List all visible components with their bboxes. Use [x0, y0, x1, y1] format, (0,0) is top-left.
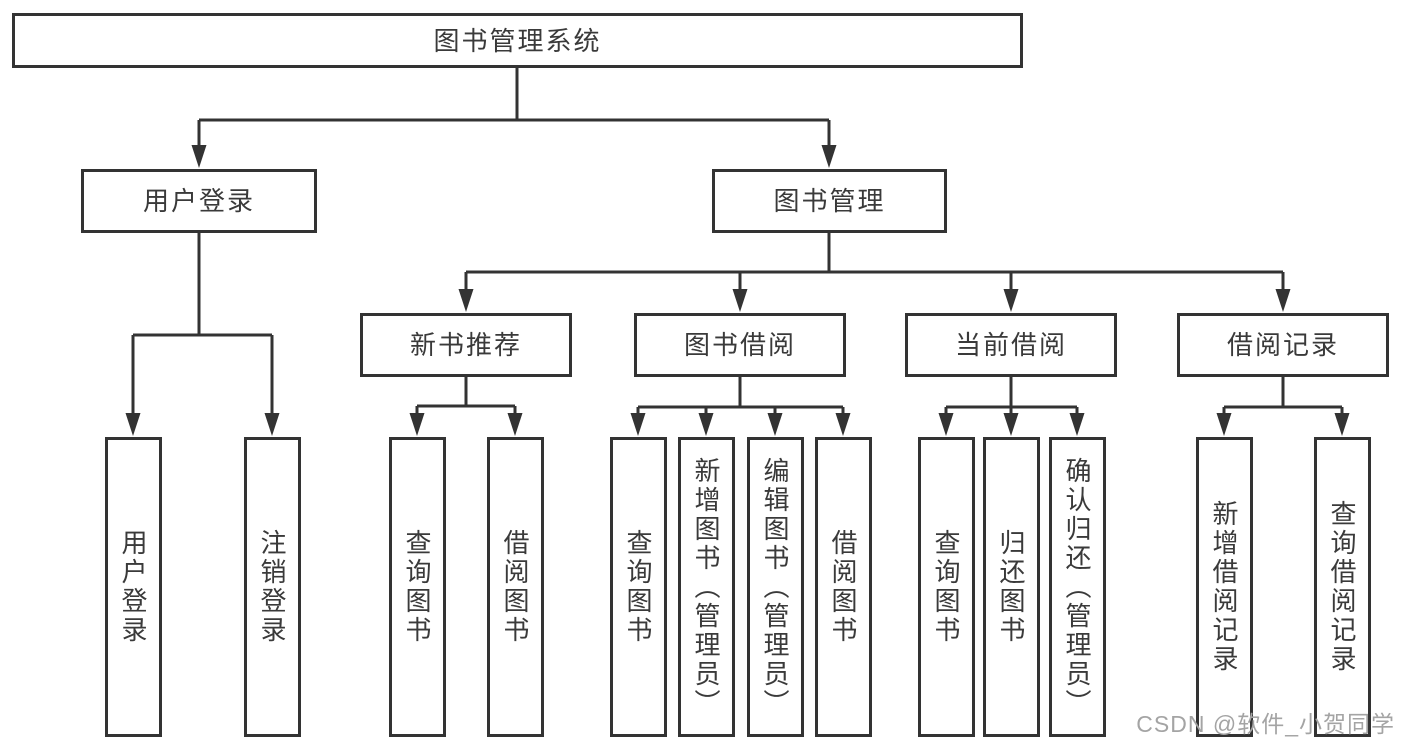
leaf-confirm-return-admin: 确认归还（管理员） — [1048, 437, 1106, 737]
node-label: 图书借阅 — [683, 330, 796, 360]
node-label: 查询借阅记录 — [1327, 500, 1357, 674]
node-borrow-records: 借阅记录 — [1177, 313, 1389, 377]
leaf-user-login: 用户登录 — [104, 437, 162, 737]
node-library-management-system: 图书管理系统 — [12, 13, 1023, 68]
node-book-management: 图书管理 — [712, 169, 947, 233]
node-label: 当前借阅 — [954, 330, 1067, 360]
leaf-query-books-borrow: 查询图书 — [609, 437, 667, 737]
node-label: 借阅记录 — [1226, 330, 1339, 360]
node-label: 新增图书（管理员） — [691, 456, 721, 718]
node-label: 注销登录 — [257, 529, 287, 645]
leaf-return-books: 归还图书 — [982, 437, 1040, 737]
node-label: 图书管理 — [773, 186, 886, 216]
leaf-logout: 注销登录 — [243, 437, 301, 737]
node-user-login: 用户登录 — [81, 169, 317, 233]
node-label: 新增借阅记录 — [1209, 500, 1239, 674]
leaf-borrow-books-recommend: 借阅图书 — [486, 437, 544, 737]
node-label: 用户登录 — [142, 186, 255, 216]
leaf-borrow-books: 借阅图书 — [814, 437, 872, 737]
leaf-query-books-current: 查询图书 — [917, 437, 975, 737]
leaf-add-borrow-record: 新增借阅记录 — [1195, 437, 1253, 737]
node-label: 借阅图书 — [500, 529, 530, 645]
csdn-watermark: CSDN @软件_小贺同学 — [1136, 711, 1395, 737]
node-label: 确认归还（管理员） — [1062, 456, 1092, 718]
node-label: 用户登录 — [118, 529, 148, 645]
node-label: 查询图书 — [931, 529, 961, 645]
node-new-book-recommend: 新书推荐 — [360, 313, 572, 377]
leaf-query-books-recommend: 查询图书 — [388, 437, 446, 737]
node-label: 归还图书 — [996, 529, 1026, 645]
leaf-query-borrow-record: 查询借阅记录 — [1313, 437, 1371, 737]
node-label: 新书推荐 — [409, 330, 522, 360]
node-current-borrow: 当前借阅 — [905, 313, 1117, 377]
node-label: 查询图书 — [623, 529, 653, 645]
leaf-edit-books-admin: 编辑图书（管理员） — [746, 437, 804, 737]
node-label: 借阅图书 — [828, 529, 858, 645]
node-label: 编辑图书（管理员） — [760, 456, 790, 718]
node-label: 图书管理系统 — [433, 25, 602, 56]
node-label: 查询图书 — [402, 529, 432, 645]
node-book-borrow: 图书借阅 — [634, 313, 846, 377]
leaf-add-books-admin: 新增图书（管理员） — [677, 437, 735, 737]
